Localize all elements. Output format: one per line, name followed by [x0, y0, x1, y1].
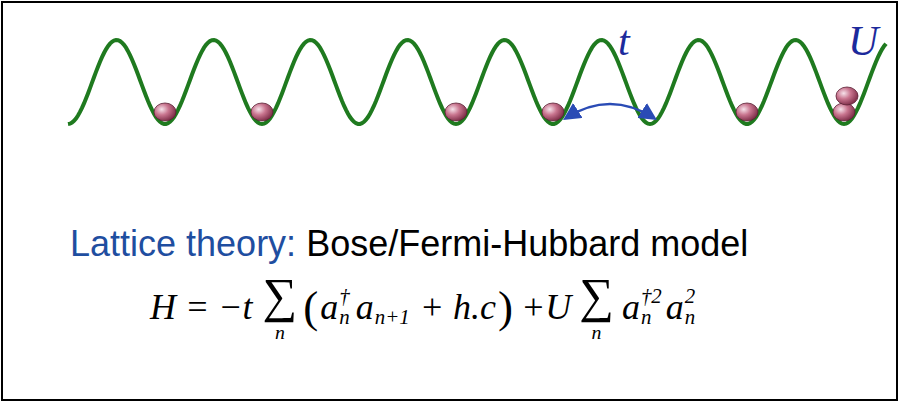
subscript: n+1 [375, 307, 410, 328]
formula-term: + h.c [420, 289, 496, 325]
script-stack: n+1 [375, 286, 410, 328]
heading-prefix: Lattice theory: [70, 223, 296, 264]
script-stack: 2n [685, 286, 695, 328]
atom [251, 103, 273, 121]
subscript: n [339, 307, 349, 328]
operator: a [320, 289, 338, 325]
heading-text: Bose/Fermi-Hubbard model [306, 223, 748, 264]
heading-line: Lattice theory:Bose/Fermi-Hubbard model [70, 222, 748, 265]
sum-group: ∑n [263, 272, 298, 342]
formula-term: H = −t [150, 289, 253, 325]
sum-index: n [592, 323, 602, 343]
sum-group: ∑n [579, 272, 614, 342]
formula-term: +U [521, 289, 571, 325]
atom [836, 87, 858, 105]
formula-term: ( [303, 285, 318, 330]
superscript: † [339, 286, 349, 307]
subscript: n [641, 307, 662, 328]
operator-group: a†n [320, 286, 349, 328]
atom [736, 103, 758, 121]
optical-lattice [68, 40, 886, 124]
superscript: 2 [685, 286, 695, 307]
script-stack: †n [339, 286, 349, 328]
script-stack: †2n [641, 286, 662, 328]
interaction-label: U [848, 20, 878, 62]
sum-sign: ∑ [579, 272, 614, 321]
sum-index: n [275, 323, 285, 343]
subscript: n [685, 307, 695, 328]
operator-group: an+1 [356, 286, 410, 328]
atom [445, 103, 467, 121]
operator-group: a2n [666, 286, 695, 328]
superscript: †2 [641, 286, 662, 307]
atom [154, 103, 176, 121]
atom [833, 103, 855, 121]
tunneling-label: t [618, 20, 630, 62]
operator: a [622, 289, 640, 325]
hamiltonian-formula: H = −t∑n(a†nan+1+ h.c)+U∑na†2na2n [150, 272, 695, 342]
atom [542, 103, 564, 121]
operator: a [356, 289, 374, 325]
superscript [375, 286, 410, 307]
formula-term: ) [498, 285, 513, 330]
tunneling-arrow [566, 104, 654, 118]
operator-group: a†2n [622, 286, 662, 328]
sum-sign: ∑ [263, 272, 298, 321]
operator: a [666, 289, 684, 325]
